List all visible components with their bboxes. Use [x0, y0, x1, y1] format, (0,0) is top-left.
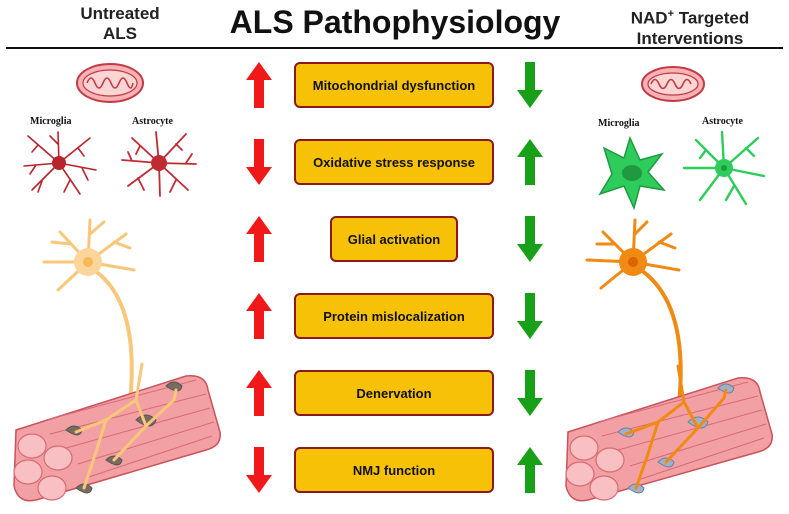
- treated-arrow-down-icon: [517, 62, 543, 108]
- untreated-astrocyte-icon: [121, 131, 197, 197]
- condition-box-6: NMJ function: [294, 447, 494, 493]
- treated-arrow-down-icon: [517, 293, 543, 339]
- treated-mitochondrion-icon: [641, 66, 705, 102]
- header-divider: [6, 47, 783, 49]
- condition-box-5: Denervation: [294, 370, 494, 416]
- untreated-header-line1: Untreated: [80, 4, 160, 23]
- untreated-microglia-label: Microglia: [30, 116, 72, 127]
- untreated-astrocyte-label: Astrocyte: [132, 116, 173, 127]
- untreated-muscle-icon: [13, 362, 221, 502]
- treated-muscle-icon: [565, 364, 773, 502]
- treated-header: NAD+ Targeted Interventions: [600, 4, 780, 49]
- untreated-arrow-up-icon: [246, 62, 272, 108]
- untreated-mitochondrion-icon: [76, 63, 144, 103]
- treated-arrow-up-icon: [517, 447, 543, 493]
- untreated-header-line2: ALS: [103, 24, 137, 43]
- treated-arrow-up-icon: [517, 139, 543, 185]
- page-title: ALS Pathophysiology: [229, 4, 561, 40]
- untreated-arrow-up-icon: [246, 293, 272, 339]
- treated-astrocyte-label: Astrocyte: [702, 116, 743, 127]
- treated-astrocyte-icon: [682, 130, 766, 206]
- untreated-arrow-up-icon: [246, 370, 272, 416]
- treated-header-line2: Interventions: [636, 28, 744, 48]
- untreated-microglia-icon: [23, 131, 97, 195]
- untreated-header: Untreated ALS: [55, 4, 185, 44]
- condition-box-4: Protein mislocalization: [294, 293, 494, 339]
- treated-header-rest: Targeted: [674, 8, 750, 28]
- untreated-arrow-down-icon: [246, 139, 272, 185]
- treated-header-line1: NAD+ Targeted: [600, 4, 780, 29]
- condition-box-2: Oxidative stress response: [294, 139, 494, 185]
- treated-arrow-down-icon: [517, 370, 543, 416]
- condition-box-1: Mitochondrial dysfunction: [294, 62, 494, 108]
- untreated-neuron-icon: [42, 218, 136, 404]
- treated-microglia-label: Microglia: [598, 118, 640, 129]
- treated-microglia-icon: [598, 135, 666, 211]
- condition-box-3: Glial activation: [330, 216, 458, 262]
- untreated-arrow-up-icon: [246, 216, 272, 262]
- treated-header-nad: NAD: [630, 8, 668, 28]
- untreated-arrow-down-icon: [246, 447, 272, 493]
- treated-arrow-down-icon: [517, 216, 543, 262]
- treated-header-sup: +: [667, 8, 674, 20]
